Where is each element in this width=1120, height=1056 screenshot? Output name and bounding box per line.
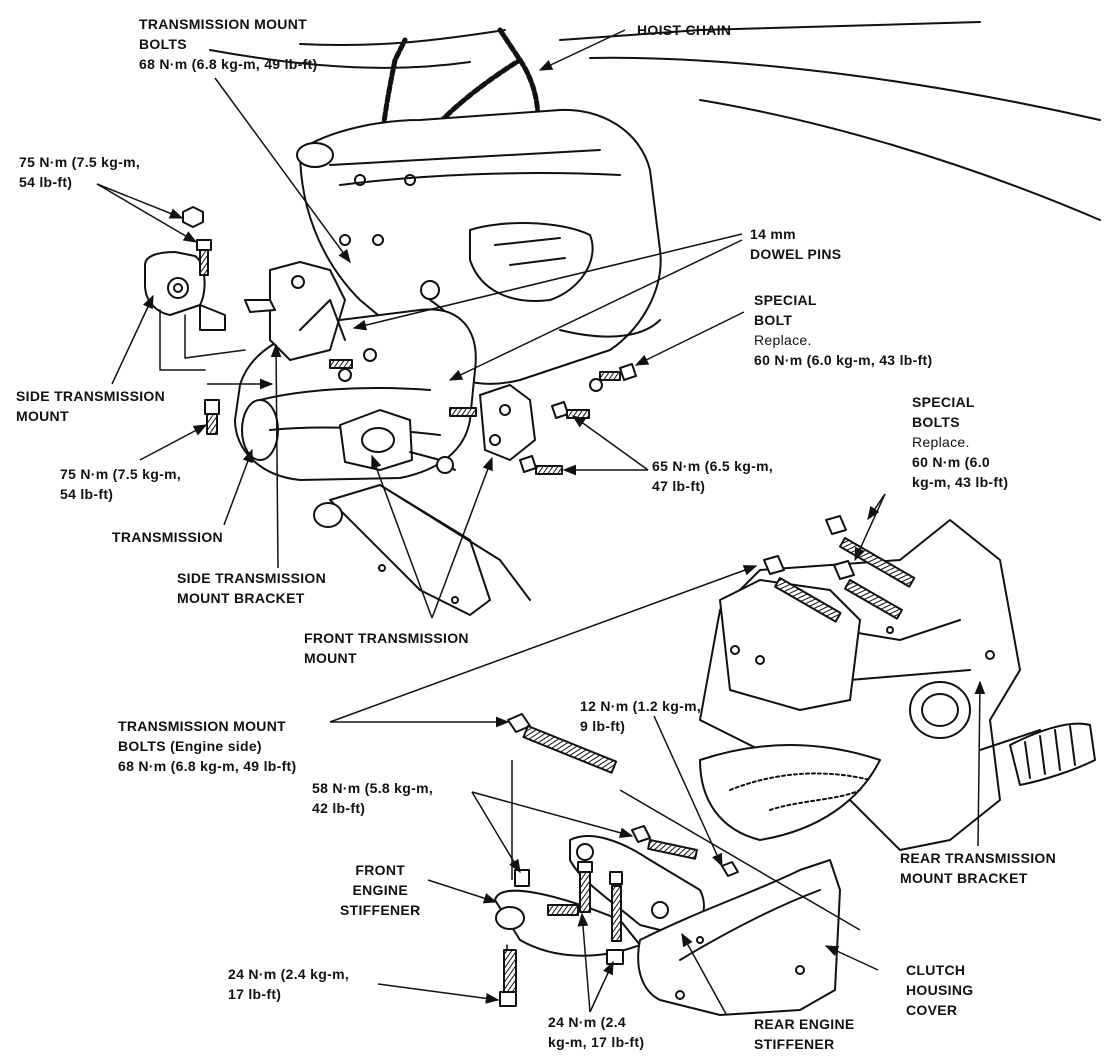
label-special-bolts: SPECIAL BOLTS Replace. 60 N·m (6.0 kg-m,…: [912, 392, 1008, 492]
label-transmission: TRANSMISSION: [112, 527, 223, 547]
label-line: HOIST CHAIN: [637, 22, 732, 38]
label-line: 24 N·m (2.4 kg-m,: [228, 966, 350, 982]
label-line: 47 lb-ft): [652, 478, 706, 494]
label-line: 65 N·m (6.5 kg-m,: [652, 458, 774, 474]
label-line: 58 N·m (5.8 kg-m,: [312, 780, 434, 796]
label-special-bolt: SPECIAL BOLT Replace. 60 N·m (6.0 kg-m, …: [754, 290, 932, 370]
front-transmission-mount: [339, 384, 536, 474]
label-torque-24-bottom: 24 N·m (2.4 kg-m, 17 lb-ft): [548, 1012, 644, 1052]
label-transmission-mount-bolts-top: TRANSMISSION MOUNT BOLTS 68 N·m (6.8 kg-…: [139, 14, 317, 74]
label-line: COVER: [906, 1002, 958, 1018]
label-line: SPECIAL: [754, 292, 817, 308]
label-line: 54 lb-ft): [60, 486, 114, 502]
label-line: TRANSMISSION: [112, 529, 223, 545]
label-line: 24 N·m (2.4: [548, 1014, 626, 1030]
label-line: FRONT: [355, 862, 406, 878]
label-line: MOUNT: [16, 408, 69, 424]
clutch-housing-cover: [637, 859, 841, 1016]
label-line: MOUNT BRACKET: [177, 590, 305, 606]
side-transmission-mount-bracket: [244, 261, 346, 361]
rear-engine-stiffener: [569, 825, 705, 965]
label-line: Replace.: [912, 434, 970, 450]
label-line: 75 N·m (7.5 kg-m,: [19, 154, 141, 170]
label-line: ENGINE: [352, 882, 408, 898]
driveshaft-stub: [1009, 722, 1096, 786]
label-rear-engine-stiffener: REAR ENGINE STIFFENER: [754, 1014, 855, 1054]
leader-lines: [96, 29, 986, 1015]
subframe-arm: [313, 484, 531, 616]
label-front-engine-stiffener: FRONT ENGINE STIFFENER: [340, 860, 420, 920]
label-line: TRANSMISSION MOUNT: [118, 718, 286, 734]
label-side-transmission-mount: SIDE TRANSMISSION MOUNT: [16, 386, 165, 426]
label-line: BOLTS: [139, 36, 187, 52]
side-transmission-mount: [144, 251, 246, 371]
label-torque-75-upper: 75 N·m (7.5 kg-m, 54 lb-ft): [19, 152, 140, 192]
label-line: CLUTCH: [906, 962, 966, 978]
label-dowel-pins: 14 mm DOWEL PINS: [750, 224, 841, 264]
label-line: 60 N·m (6.0 kg-m, 43 lb-ft): [754, 352, 933, 368]
label-line: Replace.: [754, 332, 812, 348]
label-hoist-chain: HOIST CHAIN: [637, 20, 731, 40]
label-line: HOUSING: [906, 982, 974, 998]
label-transmission-mount-bolts-engine-side: TRANSMISSION MOUNT BOLTS (Engine side) 6…: [118, 716, 296, 776]
rear-transmission-mount-bracket-body: [719, 579, 861, 711]
label-line: SIDE TRANSMISSION: [16, 388, 166, 404]
label-torque-75-lower: 75 N·m (7.5 kg-m, 54 lb-ft): [60, 464, 181, 504]
label-line: 12 N·m (1.2 kg-m,: [580, 698, 702, 714]
label-line: 68 N·m (6.8 kg-m, 49 lb-ft): [139, 56, 318, 72]
label-line: REAR TRANSMISSION: [900, 850, 1056, 866]
bolts-upper: [182, 206, 637, 475]
label-line: kg-m, 43 lb-ft): [912, 474, 1009, 490]
label-line: SPECIAL: [912, 394, 975, 410]
label-line: 54 lb-ft): [19, 174, 73, 190]
label-line: BOLTS: [912, 414, 960, 430]
label-line: BOLT: [754, 312, 793, 328]
label-line: MOUNT BRACKET: [900, 870, 1028, 886]
label-line: 68 N·m (6.8 kg-m, 49 lb-ft): [118, 758, 297, 774]
label-clutch-housing-cover: CLUTCH HOUSING COVER: [906, 960, 973, 1020]
label-line: REAR ENGINE: [754, 1016, 855, 1032]
label-torque-24-left: 24 N·m (2.4 kg-m, 17 lb-ft): [228, 964, 349, 1004]
label-line: SIDE TRANSMISSION: [177, 570, 327, 586]
label-torque-58: 58 N·m (5.8 kg-m, 42 lb-ft): [312, 778, 433, 818]
label-line: 42 lb-ft): [312, 800, 366, 816]
label-line: STIFFENER: [340, 902, 421, 918]
label-line: STIFFENER: [754, 1036, 835, 1052]
label-line: 14 mm: [750, 226, 796, 242]
label-torque-12: 12 N·m (1.2 kg-m, 9 lb-ft): [580, 696, 701, 736]
label-line: FRONT TRANSMISSION: [304, 630, 469, 646]
label-line: TRANSMISSION MOUNT: [139, 16, 307, 32]
label-line: MOUNT: [304, 650, 357, 666]
label-torque-65: 65 N·m (6.5 kg-m, 47 lb-ft): [652, 456, 773, 496]
label-line: 75 N·m (7.5 kg-m,: [60, 466, 182, 482]
label-line: BOLTS (Engine side): [118, 738, 262, 754]
label-line: DOWEL PINS: [750, 246, 842, 262]
label-line: 60 N·m (6.0: [912, 454, 990, 470]
vehicle-body-outline: [209, 21, 1101, 221]
label-rear-transmission-mount-bracket: REAR TRANSMISSION MOUNT BRACKET: [900, 848, 1056, 888]
label-line: kg-m, 17 lb-ft): [548, 1034, 645, 1050]
label-front-transmission-mount: FRONT TRANSMISSION MOUNT: [304, 628, 469, 668]
bolt-engine-side: [507, 713, 618, 774]
front-engine-stiffener: [494, 869, 641, 1007]
label-line: 17 lb-ft): [228, 986, 282, 1002]
label-side-transmission-mount-bracket: SIDE TRANSMISSION MOUNT BRACKET: [177, 568, 326, 608]
label-line: 9 lb-ft): [580, 718, 626, 734]
